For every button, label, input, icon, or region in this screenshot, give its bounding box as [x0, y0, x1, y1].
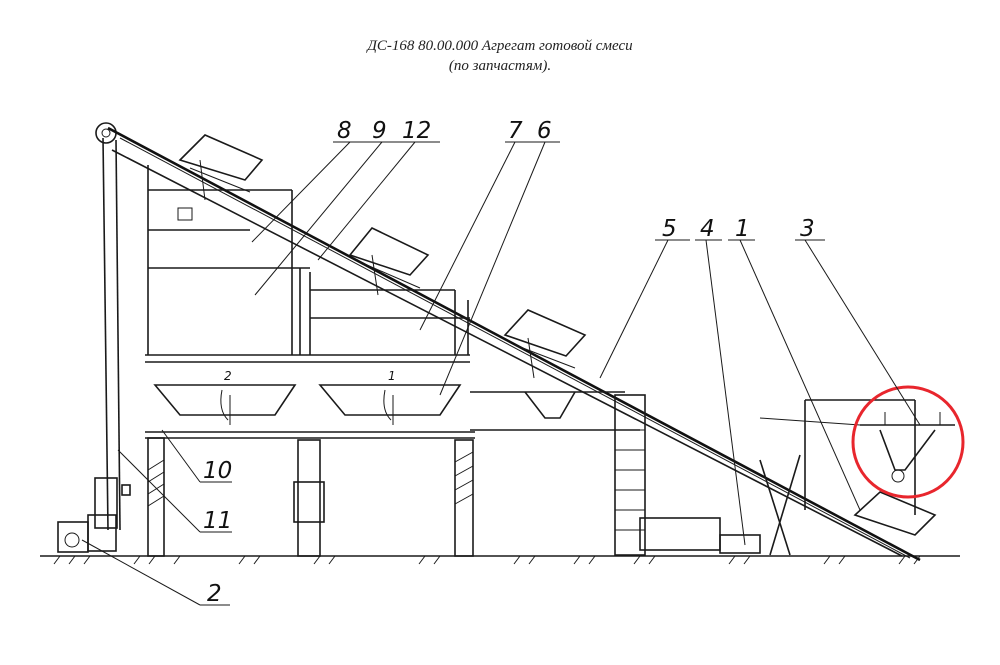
skip-2: [348, 227, 430, 296]
label-2: 2: [207, 581, 222, 607]
label-1: 1: [735, 216, 750, 242]
support-columns: [147, 437, 474, 557]
label-6: 6: [537, 118, 552, 144]
upper-structure-right: [309, 272, 470, 355]
lift-mast: [94, 122, 131, 531]
leader-lines: [81, 141, 921, 606]
middle-platform: [470, 391, 646, 556]
label-9: 9: [372, 118, 387, 144]
label-3: 3: [800, 216, 815, 242]
label-5: 5: [662, 216, 677, 242]
inclined-conveyor: [107, 126, 921, 562]
label-7: 7: [508, 118, 523, 144]
label-4: 4: [700, 216, 715, 242]
bins-frame: [145, 354, 475, 439]
skip-3: [503, 309, 587, 379]
label-12: 12: [402, 118, 431, 144]
label-11: 11: [203, 508, 232, 534]
ground-line: [40, 555, 960, 565]
label-8: 8: [337, 118, 352, 144]
bin-label-right: 1: [388, 369, 396, 383]
drawing-subtitle: (по запчастям).: [448, 58, 552, 74]
label-10: 10: [203, 458, 232, 484]
skip-4: [853, 491, 937, 536]
drawing-title: ДС-168 80.00.000 Агрегат готовой смеси: [367, 38, 633, 54]
lower-conveyor-supports: [639, 454, 801, 556]
upper-structure-left: [147, 165, 310, 355]
bin-label-left: 2: [224, 369, 232, 383]
dispenser-assembly: [860, 412, 955, 483]
skip-1: [178, 134, 264, 201]
highlight-circle: [851, 385, 965, 499]
